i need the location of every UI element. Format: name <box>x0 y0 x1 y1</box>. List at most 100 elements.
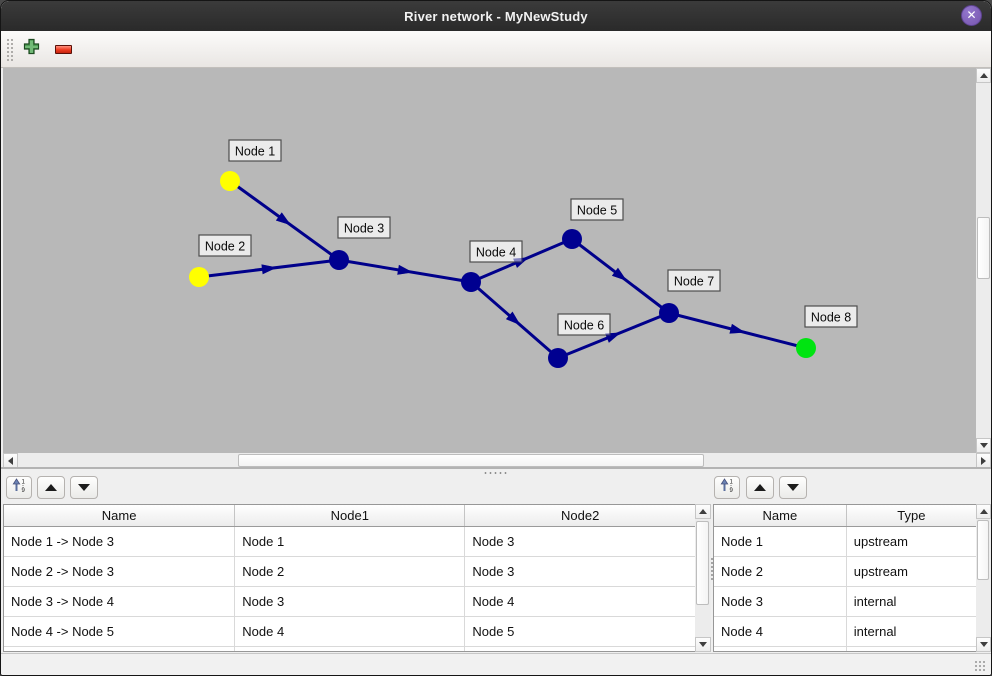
graph-vertical-scrollbar[interactable] <box>976 68 991 453</box>
triangle-up-icon <box>754 484 766 491</box>
network-node[interactable] <box>220 171 240 191</box>
triangle-down-icon <box>78 484 90 491</box>
edge-arrow-icon <box>611 267 627 281</box>
edge-arrow-icon <box>261 264 277 275</box>
edge-move-down-button[interactable] <box>70 476 98 499</box>
edge-sort-button[interactable]: 1 9 <box>6 476 32 499</box>
network-node[interactable] <box>329 250 349 270</box>
table-cell[interactable]: Node 4 <box>714 616 847 647</box>
table-cell[interactable]: Node 2 -> Node 3 <box>4 556 236 587</box>
table-cell[interactable]: Node 4 <box>464 586 695 617</box>
edge-arrow-icon <box>397 264 413 275</box>
table-cell[interactable]: Node 3 -> Node 4 <box>4 586 236 617</box>
node-label[interactable]: Node 6 <box>557 313 611 336</box>
network-node[interactable] <box>461 272 481 292</box>
resize-grip[interactable] <box>974 660 987 673</box>
scrollbar-thumb[interactable] <box>238 454 704 467</box>
node-label[interactable]: Node 2 <box>198 234 252 257</box>
table-cell[interactable]: Node 4 <box>234 616 466 647</box>
table-cell[interactable]: upstream <box>846 556 976 587</box>
node-label-text: Node 7 <box>674 275 714 289</box>
edge-arrow-icon <box>513 257 529 268</box>
column-header[interactable]: Type <box>846 505 976 527</box>
table-cell[interactable]: Node 3 <box>234 586 466 617</box>
toolbar-drag-handle[interactable] <box>6 38 15 61</box>
table-cell[interactable]: Node 4 -> Node 5 <box>4 616 236 647</box>
close-button[interactable]: ✕ <box>961 5 982 26</box>
node-move-down-button[interactable] <box>779 476 807 499</box>
column-header[interactable]: Name <box>4 505 236 527</box>
river-network-canvas[interactable]: Node 1 Node 2 Node 3 Node 4 Node 5 Node 6 Node… <box>3 68 976 453</box>
scroll-down-button[interactable] <box>976 637 991 652</box>
node-label[interactable]: Node 1 <box>228 139 282 162</box>
network-node[interactable] <box>189 267 209 287</box>
node-label-text: Node 1 <box>235 145 275 159</box>
network-node[interactable] <box>562 229 582 249</box>
svg-text:1: 1 <box>729 479 733 485</box>
table-cell[interactable]: Node 5 <box>464 616 695 647</box>
scroll-right-button[interactable] <box>976 453 991 468</box>
scrollbar-thumb[interactable] <box>977 520 989 580</box>
column-header[interactable]: Node1 <box>234 505 466 527</box>
node-sort-button[interactable]: 1 9 <box>714 476 740 499</box>
table-cell[interactable]: Node 3 <box>714 586 847 617</box>
node-label-box <box>570 198 624 221</box>
arrow-up-icon <box>979 73 988 78</box>
table-cell[interactable]: internal <box>846 586 976 617</box>
table-cell[interactable]: Node 1 -> Node 3 <box>4 526 236 557</box>
table-cell[interactable]: Node 3 <box>464 526 695 557</box>
table-splitter-handle[interactable] <box>710 557 715 581</box>
svg-text:1: 1 <box>21 479 25 485</box>
add-button[interactable] <box>18 36 44 62</box>
node-label-box <box>667 269 721 292</box>
table-cell[interactable]: internal <box>846 616 976 647</box>
scroll-down-button[interactable] <box>976 438 991 453</box>
table-cell[interactable]: Node 1 <box>714 526 847 557</box>
network-node[interactable] <box>796 338 816 358</box>
scrollbar-thumb[interactable] <box>977 217 990 279</box>
splitter-handle-icon <box>483 471 509 475</box>
column-header[interactable]: Name <box>714 505 847 527</box>
node-label[interactable]: Node 7 <box>667 269 721 292</box>
node-label[interactable]: Node 3 <box>337 216 391 239</box>
table-cell[interactable]: Node 2 <box>234 556 466 587</box>
scroll-up-button[interactable] <box>695 504 711 519</box>
graph-horizontal-scrollbar[interactable] <box>3 453 991 468</box>
network-node[interactable] <box>659 303 679 323</box>
node-label[interactable]: Node 8 <box>804 305 858 328</box>
arrow-up-icon <box>699 509 707 514</box>
status-bar <box>1 653 991 675</box>
pane-splitter[interactable] <box>1 467 991 475</box>
node-move-up-button[interactable] <box>746 476 774 499</box>
remove-button[interactable] <box>50 36 76 62</box>
table-cell[interactable]: Node 1 <box>234 526 466 557</box>
table-cell[interactable]: Node 3 <box>464 556 695 587</box>
edge-arrow-icon <box>275 212 291 226</box>
scrollbar-thumb[interactable] <box>696 521 709 605</box>
edge-arrow-icon <box>505 311 521 326</box>
table-cell[interactable]: Node 2 <box>714 556 847 587</box>
network-node[interactable] <box>548 348 568 368</box>
scroll-up-button[interactable] <box>976 68 991 83</box>
edge-move-up-button[interactable] <box>37 476 65 499</box>
table-cell[interactable]: upstream <box>846 526 976 557</box>
titlebar[interactable]: River network - MyNewStudy ✕ <box>1 1 991 31</box>
node-label[interactable]: Node 4 <box>469 240 523 263</box>
column-header[interactable]: Node2 <box>464 505 695 527</box>
scroll-left-button[interactable] <box>3 453 18 468</box>
node-table-scrollbar[interactable] <box>976 504 991 652</box>
scroll-up-button[interactable] <box>976 504 991 519</box>
node-label[interactable]: Node 5 <box>570 198 624 221</box>
scroll-down-button[interactable] <box>695 637 711 652</box>
edge-table-scrollbar[interactable] <box>695 504 711 652</box>
